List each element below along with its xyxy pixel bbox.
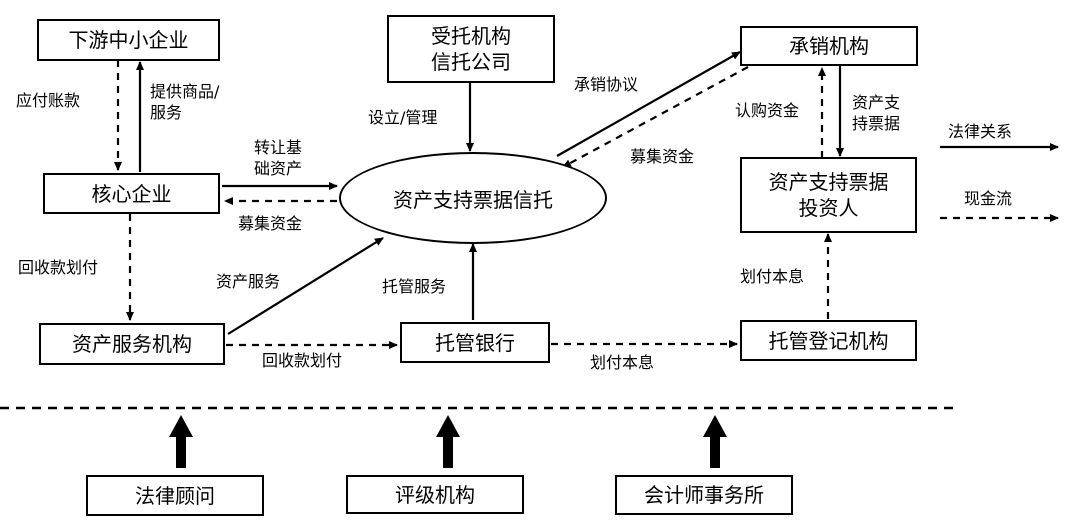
support-arrow-legal <box>169 415 193 468</box>
node-underwriter: 承销机构 <box>740 26 918 66</box>
node-investor: 资产支持票据 投资人 <box>740 157 917 233</box>
label-payables: 应付账款 <box>16 91 81 110</box>
node-rating-agency: 评级机构 <box>346 475 524 514</box>
node-registrar: 托管登记机构 <box>740 320 917 361</box>
label-custody-service: 托管服务 <box>382 277 447 296</box>
node-servicer: 资产服务机构 <box>39 323 225 365</box>
node-core-enterprise: 核心企业 <box>43 173 220 214</box>
label-collection-transfer-2: 回收款划付 <box>262 351 343 370</box>
label-raise-funds-core: 募集资金 <box>238 214 303 233</box>
node-trustee: 受托机构 信托公司 <box>387 15 555 83</box>
label-principal-interest-1: 划付本息 <box>590 353 655 372</box>
label-transfer-assets: 转让基 础资产 <box>254 138 303 178</box>
label-abn: 资产支 持票据 <box>852 93 901 133</box>
label-principal-interest-2: 划付本息 <box>740 267 805 286</box>
label-subscription-funds: 认购资金 <box>735 101 800 120</box>
label-underwriting-agreement: 承销协议 <box>574 75 639 94</box>
label-asset-service: 资产服务 <box>216 272 281 291</box>
node-custodian-bank: 托管银行 <box>400 322 550 363</box>
support-arrow-rating <box>436 415 460 468</box>
legend-legal-relation: 法律关系 <box>948 122 1013 141</box>
node-downstream-sme: 下游中小企业 <box>37 19 220 61</box>
label-collection-transfer-1: 回收款划付 <box>18 258 99 277</box>
edge-underwriting-agreement <box>556 51 741 157</box>
label-goods-services: 提供商品/ 服务 <box>150 82 220 122</box>
support-arrow-accounting <box>703 415 727 468</box>
legend-cash-flow: 现金流 <box>964 189 1013 208</box>
edge-raise-funds-trust <box>562 66 749 168</box>
node-accounting-firm: 会计师事务所 <box>615 475 793 515</box>
label-raise-funds-trust: 募集资金 <box>630 147 695 166</box>
node-legal-advisor: 法律顾问 <box>86 475 264 516</box>
edge-asset-service <box>227 237 384 335</box>
node-trust: 资产支持票据信托 <box>339 152 607 244</box>
label-setup-manage: 设立/管理 <box>368 108 438 127</box>
